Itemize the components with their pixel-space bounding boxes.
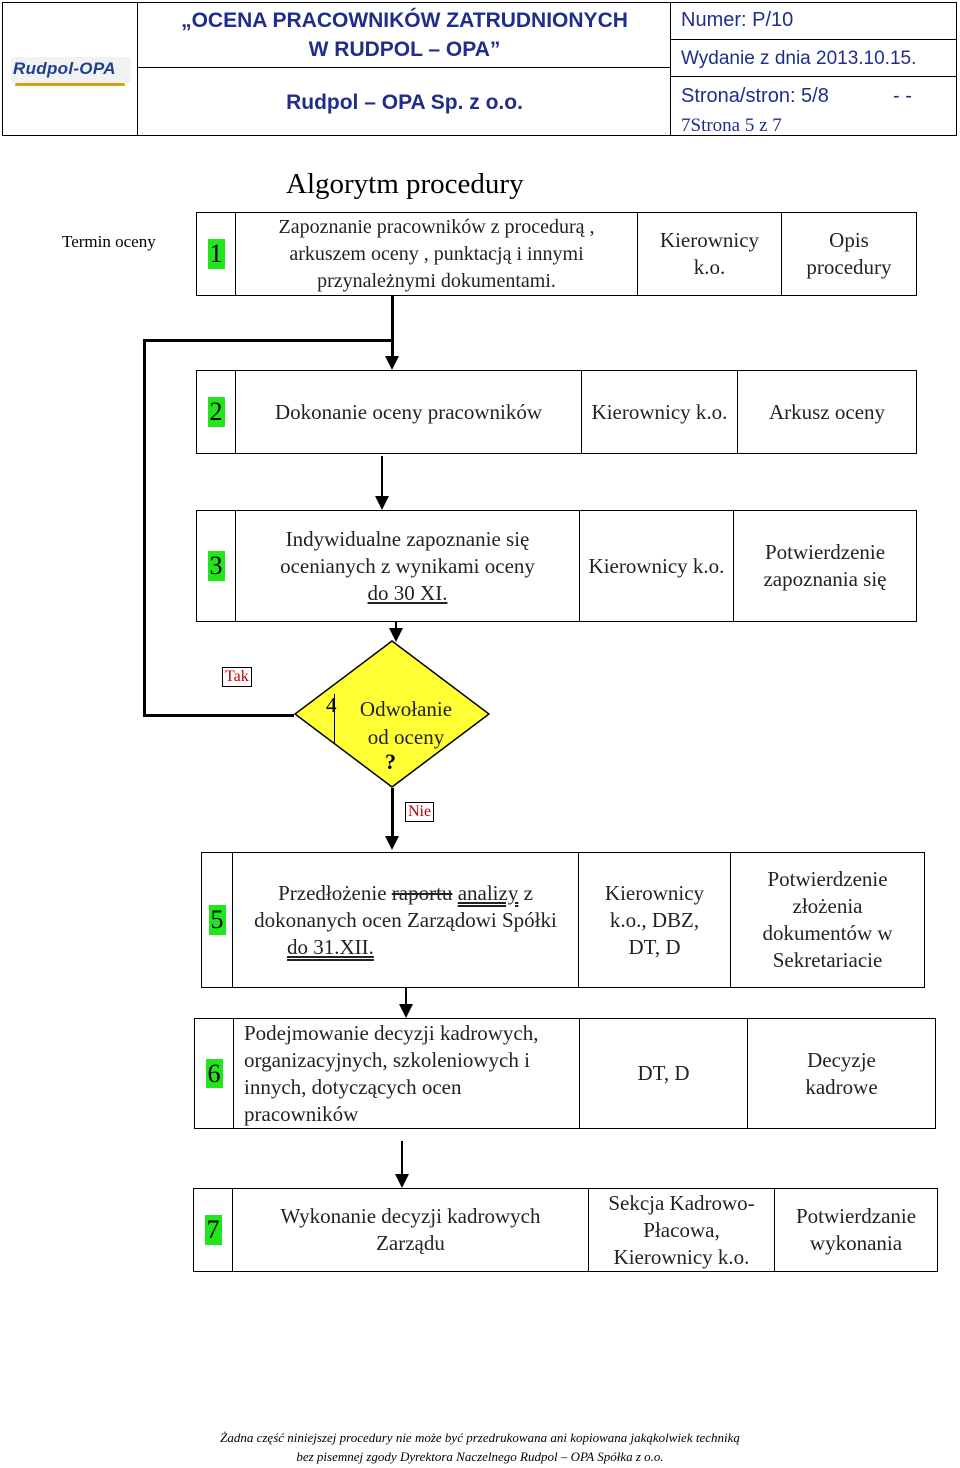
arrow-6-7 [395,1174,409,1188]
step-description-underlined: analizy [457,880,519,905]
step-description: Zapoznanie pracowników z procedurą , ark… [235,213,637,295]
step-5: 5 Przedłożenie raportu analizy z dokonan… [201,852,925,988]
connector-5-6 [405,988,407,1006]
header-page: Strona/stron: 5/8 [681,85,829,107]
connector-1-2 [391,296,394,358]
algorithm-title: Algorytm procedury [286,168,524,200]
decision-question-mark: ? [385,749,396,774]
header-page-extra: 7Strona 5 z 7 [681,115,782,136]
logo-text: Rudpol-OPA [13,59,116,78]
step-number: 6 [205,1058,223,1089]
step-6: 6 Podejmowanie decyzji kadrowych, organi… [194,1018,936,1129]
footer-line2: bez pisemnej zgody Dyrektora Naczelnego … [296,1449,664,1464]
decision-number: 4 [326,693,337,717]
decision-text: Odwołanie od oceny [359,697,453,749]
step-document: Decyzje kadrowe [747,1019,935,1128]
step-description: Dokonanie oceny pracowników [235,371,581,453]
step-document: Opis procedury [781,213,916,295]
logo-underline [15,83,125,86]
step-description-block: Indywidualne zapoznanie się ocenianych z… [235,511,579,621]
step-responsible: Kierownicy k.o. [581,371,737,453]
arrow-3-4 [389,628,403,642]
header-number: Numer: P/10 [681,9,794,31]
step-number: 1 [207,239,225,269]
step-description: Indywidualne zapoznanie się ocenianych z… [280,526,535,578]
label-yes: Tak [222,667,252,687]
step-responsible: Sekcja Kadrowo-Płacowa, Kierownicy k.o. [588,1189,774,1271]
step-document: Potwierdzanie wykonania [774,1189,937,1271]
decision-marker-line [334,694,335,744]
header-company: Rudpol – OPA Sp. z o.o. [286,91,523,114]
step-description: Wykonanie decyzji kadrowych Zarządu [232,1189,588,1271]
arrow-1-2 [385,356,399,370]
arrow-2-3 [375,496,389,510]
decision-shape [294,640,490,788]
logo-plate [11,57,131,83]
step-deadline: do 31.XII. [287,934,374,959]
step-description: Podejmowanie decyzji kadrowych, organiza… [233,1019,579,1128]
header-title-block: „OCENA PRACOWNIKÓW ZATRUDNIONYCH W RUDPO… [138,3,671,135]
connector-6-7 [401,1141,403,1175]
step-responsible: DT, D [579,1019,747,1128]
step-3: 3 Indywidualne zapoznanie się ocenianych… [196,510,917,622]
connector-3-4 [395,622,397,632]
step-document: Potwierdzenie złożenia dokumentów w Sekr… [730,853,924,987]
header-page-dashes: - - [893,85,912,107]
loop-left [143,339,146,717]
decision-diamond [294,640,490,788]
header-number-row: Numer: P/10 [671,3,956,40]
step-number: 7 [204,1215,222,1245]
connector-2-3 [381,456,383,498]
step-description-struck: raportu [391,880,453,905]
step-7: 7 Wykonanie decyzji kadrowych Zarządu Se… [193,1188,938,1272]
header-edition: Wydanie z dnia 2013.10.15. [681,48,917,69]
company-logo: Rudpol-OPA [3,3,138,135]
document-header: Rudpol-OPA „OCENA PRACOWNIKÓW ZATRUDNION… [2,2,957,136]
loop-bottom [143,714,294,717]
arrow-4-5 [385,836,399,850]
side-label: Termin oceny [62,232,156,251]
step-document: Arkusz oceny [737,371,916,453]
step-1: 1 Zapoznanie pracowników z procedurą , a… [196,212,917,296]
step-description-a: Przedłożenie [278,880,392,905]
step-deadline: do 30 XI. [367,580,448,605]
header-meta-block: Numer: P/10 Wydanie z dnia 2013.10.15. S… [671,3,956,136]
step-responsible: Kierownicy k.o. [637,213,781,295]
label-no: Nie [405,802,435,822]
step-responsible: Kierownicy k.o., DBZ, DT, D [578,853,730,987]
loop-top [143,339,393,342]
step-number: 5 [208,905,226,935]
step-responsible: Kierownicy k.o. [579,511,733,621]
header-divider [138,67,671,68]
footer-line1: Żadna część niniejszej procedury nie moż… [220,1430,740,1445]
header-page-row: Strona/stron: 5/8 - - 7Strona 5 z 7 [671,77,956,136]
step-number: 3 [207,551,225,581]
step-description-c: z dokonanych ocen Zarządowi Spółki [254,880,557,932]
connector-4-5 [391,788,394,838]
header-edition-row: Wydanie z dnia 2013.10.15. [671,40,956,77]
header-title-line1: „OCENA PRACOWNIKÓW ZATRUDNIONYCH [181,9,628,32]
step-description-block: Przedłożenie raportu analizy z dokonanyc… [232,853,578,987]
step-2: 2 Dokonanie oceny pracowników Kierownicy… [196,370,917,454]
arrow-5-6 [399,1004,413,1018]
step-number: 2 [207,397,225,427]
header-title-line2: W RUDPOL – OPA” [308,38,501,61]
step-document: Potwierdzenie zapoznania się [733,511,916,621]
